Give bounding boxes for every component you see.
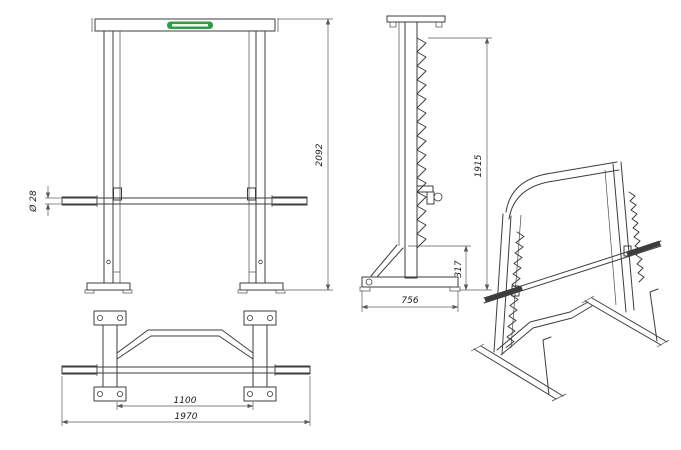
- iso-barbell-sleeve: [484, 285, 523, 303]
- foot-pad: [84, 289, 95, 294]
- front-strut: [376, 247, 404, 278]
- bracket-mount: [389, 21, 397, 28]
- dim-overall-height-label: 2092: [315, 143, 325, 166]
- side-view: 756 1915 317: [359, 15, 492, 312]
- bolt-hole: [258, 259, 263, 265]
- iso-right-post: [612, 163, 627, 313]
- bolt-hole: [117, 390, 124, 397]
- iso-front-upright: [542, 336, 552, 396]
- iso-foot-pad: [551, 393, 567, 402]
- foot-pad: [449, 286, 461, 292]
- catch-knob-icon: [433, 192, 443, 202]
- bar-hook-left: [113, 187, 122, 201]
- bolt-hole: [246, 314, 253, 321]
- iso-base-right-rail: [584, 300, 662, 346]
- front-strut: [370, 244, 398, 277]
- plan-view: 1100 1970: [61, 310, 311, 426]
- upright-post: [404, 21, 418, 279]
- iso-base-left-rail: [480, 345, 564, 397]
- bolt-hole: [266, 390, 273, 397]
- iso-front-upright: [649, 288, 659, 342]
- bent-crossmember: [116, 329, 254, 354]
- bolt-hole: [266, 314, 273, 321]
- iso-left-post: [501, 215, 512, 355]
- iso-base-left-rail: [473, 348, 557, 400]
- foot-pad: [237, 289, 248, 294]
- top-bracket: [386, 15, 446, 23]
- dim-post-spacing-label: 1100: [174, 396, 197, 406]
- dim-catch-height-label: 317: [454, 260, 464, 277]
- bolt-hole: [117, 314, 124, 321]
- bolt-hole: [97, 314, 104, 321]
- safety-rack-teeth: [416, 37, 427, 249]
- bar-catch-arm: [416, 185, 434, 193]
- isometric-view: [470, 161, 670, 402]
- bolt-hole: [106, 259, 111, 265]
- iso-foot-pad: [581, 295, 595, 304]
- left-post: [103, 30, 114, 284]
- dim-bar-diameter-label: Ø 28: [28, 190, 39, 213]
- iso-bar-catch: [623, 245, 632, 257]
- iso-right-post: [620, 161, 635, 311]
- dim-rail-height-label: 1915: [474, 154, 484, 177]
- base-foot-right: [239, 282, 284, 291]
- iso-guide-rod-right: [604, 169, 617, 306]
- foot-member-right: [252, 324, 268, 388]
- foot-member-left: [102, 324, 118, 388]
- iso-foot-pad: [470, 343, 485, 352]
- iso-left-post: [493, 213, 504, 353]
- foot-pad: [122, 289, 133, 294]
- foot-pad: [275, 289, 286, 294]
- iso-bar-catch: [511, 285, 520, 297]
- bolt-hole: [246, 390, 253, 397]
- right-post: [255, 30, 266, 284]
- iso-foot-pad: [656, 339, 670, 348]
- transport-wheel-icon: [365, 278, 373, 286]
- bar-hook-right: [247, 187, 256, 201]
- iso-right-rack: [628, 191, 645, 283]
- top-crossbar: [94, 18, 276, 32]
- barbell-bar: [61, 197, 308, 205]
- base-foot-left: [86, 282, 131, 291]
- iso-base-right-rail: [591, 297, 668, 343]
- barbell-bar: [61, 366, 311, 374]
- dim-overall-width-label: 1970: [175, 412, 198, 422]
- foot-pad: [359, 286, 371, 292]
- iso-barbell: [483, 245, 662, 304]
- bar-catch-body: [426, 191, 435, 205]
- front-view: 2092 Ø 28: [28, 18, 333, 294]
- dim-base-depth-label: 756: [401, 296, 418, 306]
- bent-crossmember: [116, 335, 254, 360]
- iso-rear-crossmember: [496, 301, 589, 351]
- iso-top-crossbar: [505, 161, 618, 213]
- base-rail: [361, 276, 459, 288]
- iso-top-crossbar: [508, 169, 620, 220]
- iso-barbell-sleeve: [626, 240, 661, 257]
- bracket-mount: [435, 21, 443, 28]
- iso-rear-crossmember: [500, 305, 593, 356]
- bolt-hole: [97, 390, 104, 397]
- brand-badge-text-bar: [172, 24, 208, 27]
